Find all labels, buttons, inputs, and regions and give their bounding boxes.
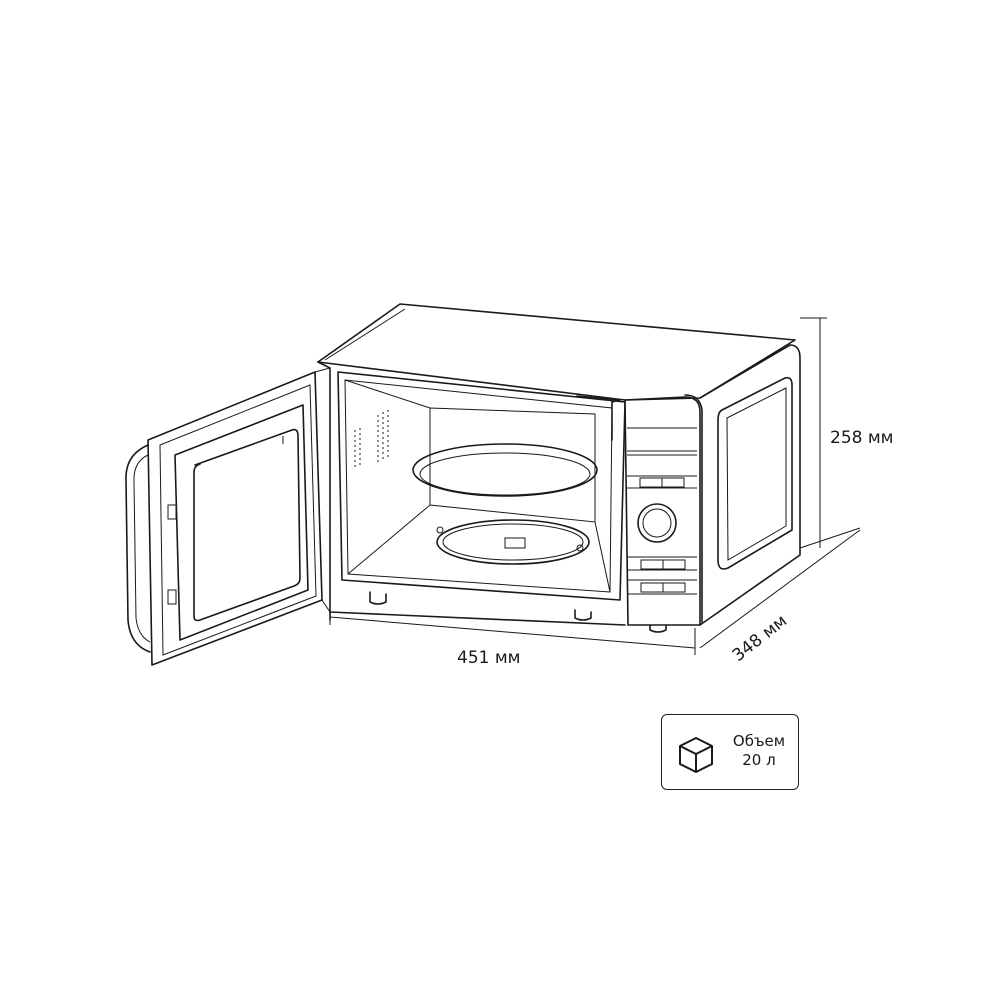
control-button[interactable] bbox=[662, 559, 686, 570]
roller-ring bbox=[436, 519, 590, 565]
turntable-plate bbox=[412, 443, 598, 497]
height-dimension: 258 мм bbox=[830, 428, 894, 448]
control-panel bbox=[624, 396, 701, 626]
control-knob[interactable] bbox=[637, 503, 677, 543]
microwave-body bbox=[317, 303, 801, 633]
volume-value: 20 л bbox=[742, 751, 776, 769]
control-button[interactable] bbox=[639, 477, 663, 488]
vent-grille bbox=[354, 410, 389, 470]
control-button[interactable] bbox=[640, 559, 664, 570]
width-dimension: 451 мм bbox=[457, 648, 521, 668]
volume-badge: Объем 20 л bbox=[661, 714, 799, 790]
control-button[interactable] bbox=[640, 582, 664, 593]
control-button[interactable] bbox=[662, 582, 686, 593]
volume-label: Объем bbox=[732, 732, 786, 750]
cube-icon bbox=[679, 737, 713, 773]
control-button[interactable] bbox=[661, 477, 685, 488]
door-handle bbox=[125, 444, 151, 653]
open-door[interactable] bbox=[125, 367, 331, 666]
